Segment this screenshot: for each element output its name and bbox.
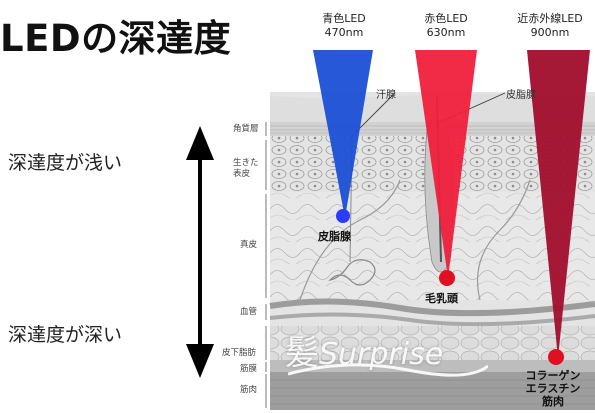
nir-led-wavelength: 900nm bbox=[530, 26, 570, 39]
layer-label-fascia: 筋膜 bbox=[240, 364, 258, 374]
depth-arrow-down-head bbox=[186, 344, 214, 378]
blue-target-label: 皮脂腺 bbox=[318, 230, 351, 243]
callout-sweat-gland: 汗腺 bbox=[376, 90, 396, 101]
red-led-wavelength: 630nm bbox=[426, 26, 466, 39]
nir-target-label: コラーゲン エラスチン 筋肉 bbox=[515, 369, 591, 408]
layer-label-blood-vessel: 血管 bbox=[240, 307, 258, 317]
nir-target-muscle: 筋肉 bbox=[542, 395, 564, 408]
nir-target-dot bbox=[548, 349, 564, 365]
callout-sebaceous-gland: 皮脂腺 bbox=[506, 90, 536, 101]
red-led-beam bbox=[415, 50, 477, 278]
layer-label-muscle: 筋肉 bbox=[240, 385, 258, 395]
watermark-swoosh bbox=[288, 363, 488, 377]
blue-led-beam bbox=[313, 50, 373, 218]
nir-led-name: 近赤外線LED bbox=[517, 12, 583, 25]
layer-label-epidermis: 生きた表皮 bbox=[233, 158, 259, 179]
near-infrared-led-beam bbox=[527, 50, 590, 358]
blue-led-name: 青色LED bbox=[322, 12, 366, 25]
nerve-branch bbox=[299, 179, 401, 301]
red-target-dot bbox=[439, 270, 455, 286]
depth-deep-label: 深達度が深い bbox=[8, 324, 123, 346]
blue-target-dot bbox=[336, 209, 350, 223]
blue-led-label: 青色LED 470nm bbox=[300, 12, 388, 40]
red-led-name: 赤色LED bbox=[424, 12, 468, 25]
blue-led-wavelength: 470nm bbox=[324, 26, 364, 39]
fascia-layer bbox=[270, 360, 595, 372]
page-title: LEDの深達度 bbox=[0, 17, 232, 60]
watermark-kanji: 髪 bbox=[285, 333, 319, 373]
layer-label-dermis: 真皮 bbox=[240, 240, 258, 250]
layer-label-subcutaneous-fat: 皮下脂肪 bbox=[222, 348, 257, 358]
red-target-label: 毛乳頭 bbox=[425, 292, 458, 305]
depth-arrow-up-head bbox=[186, 126, 214, 160]
subcutaneous-fat-layer bbox=[270, 326, 595, 360]
nir-target-collagen: コラーゲン bbox=[525, 369, 581, 382]
depth-shallow-label: 深達度が浅い bbox=[8, 152, 123, 174]
layer-label-stratum-corneum: 角質層 bbox=[233, 124, 259, 134]
red-led-label: 赤色LED 630nm bbox=[402, 12, 490, 40]
blood-vessel bbox=[269, 298, 595, 317]
nir-target-elastin: エラスチン bbox=[525, 382, 581, 395]
sweat-gland bbox=[328, 259, 376, 286]
nir-led-label: 近赤外線LED 900nm bbox=[505, 12, 595, 40]
